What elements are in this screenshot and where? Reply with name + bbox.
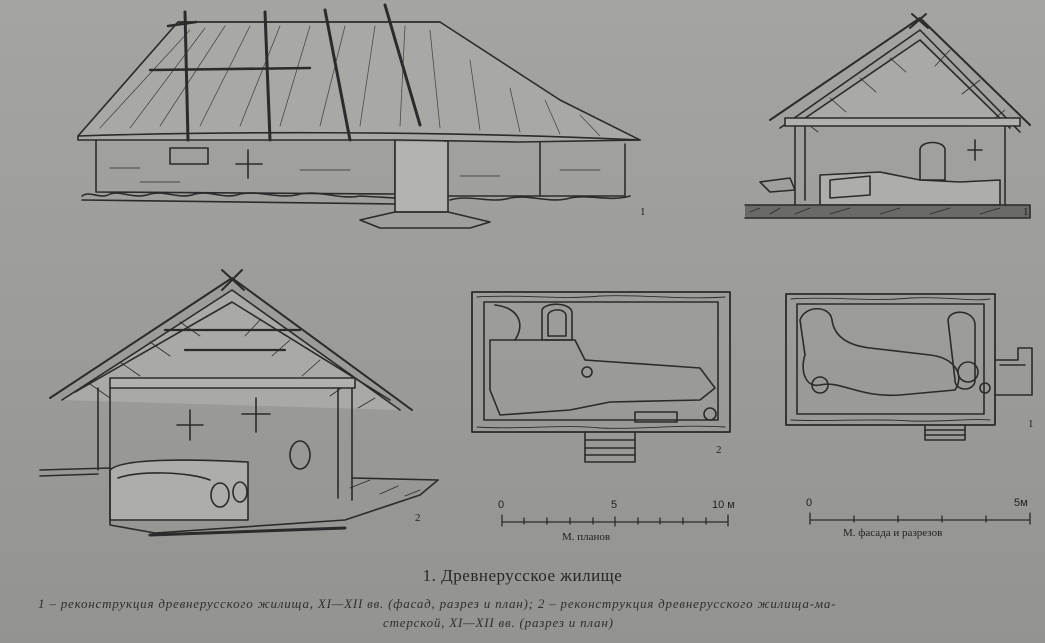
scale-plans-title: М. планов (562, 531, 611, 543)
house-section-2-drawing (39, 269, 439, 537)
section-2-label: 2 (415, 512, 421, 524)
section-1-label: 1 (1023, 206, 1029, 218)
scale-facade-end: 5м (1014, 497, 1028, 509)
caption-line-2: стерской, XI—XII вв. (разрез и план) (383, 615, 614, 630)
plan-2-label: 2 (716, 444, 722, 456)
house-section-1-drawing (744, 13, 1031, 219)
house-facade-drawing (77, 3, 641, 229)
floor-plan-1-drawing (785, 293, 1033, 441)
scale-bar-facade-graphic (809, 512, 1031, 525)
scale-bar-plans-graphic (501, 514, 729, 527)
plan-1-label: 1 (1028, 418, 1034, 430)
scale-facade-start: 0 (806, 497, 813, 509)
scale-plans-end: 10 м (712, 499, 735, 511)
scale-plans-start: 0 (498, 499, 505, 511)
caption-line-1: 1 – реконструкция древнерусского жилища,… (38, 596, 837, 611)
facade-label: 1 (640, 206, 646, 218)
figure-caption: 1 – реконструкция древнерусского жилища,… (38, 594, 1028, 632)
scale-facade-title: М. фасада и разрезов (843, 527, 943, 539)
scale-plans-mid: 5 (611, 499, 618, 511)
floor-plan-2-drawing (471, 291, 731, 463)
figure-title: 1. Древнерусское жилище (422, 566, 623, 585)
